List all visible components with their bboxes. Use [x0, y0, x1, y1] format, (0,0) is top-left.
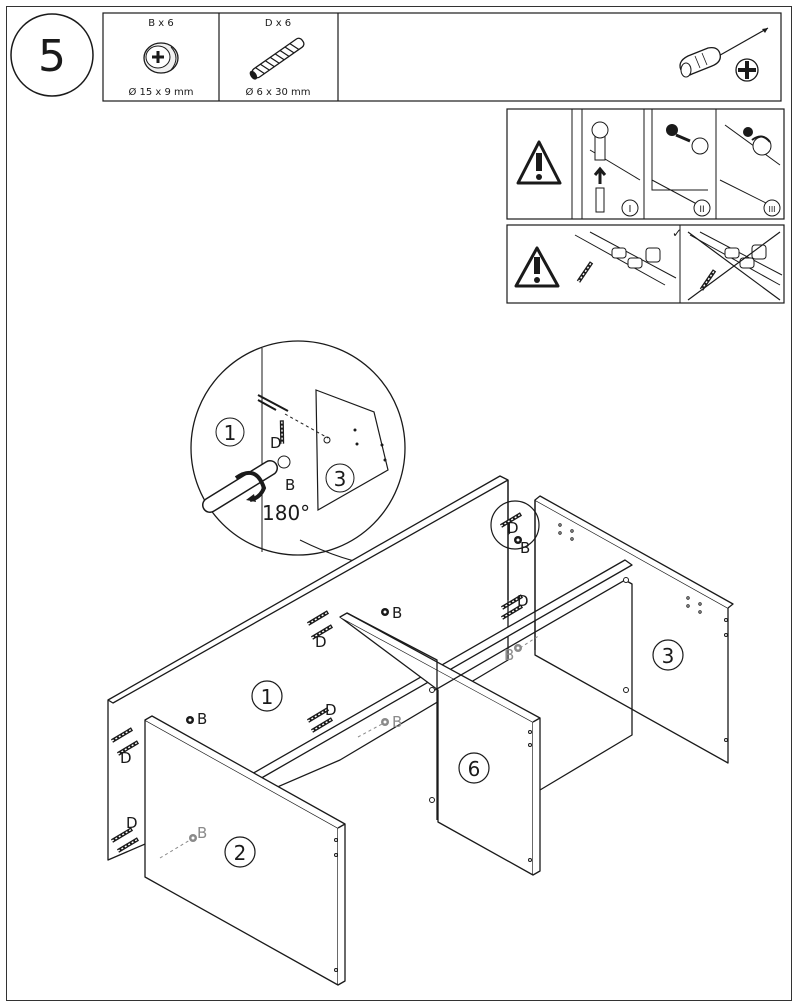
warning-triangle-icon-2 [514, 246, 560, 288]
panel-1-label: 1 [261, 685, 274, 709]
label-d-mid: D [325, 701, 337, 719]
step-number: 5 [38, 31, 66, 82]
part-d-qty: D x 6 [265, 18, 291, 29]
part-b-qty: B x 6 [148, 18, 174, 29]
assembly-labels: D B D B B D D B B D D B 1 2 3 6 [120, 519, 684, 868]
step-i-label: I [629, 204, 632, 215]
label-d-left: D [120, 749, 132, 767]
label-b-right-hidden: B [504, 646, 514, 664]
step-iii-label: III [768, 205, 775, 214]
part-b-dimension: Ø 15 x 9 mm [128, 86, 193, 98]
label-d-top: D [315, 633, 327, 651]
assembly-holes [334, 523, 728, 972]
detail-magnifier: 1 D 3 B 180° [190, 340, 511, 569]
rotation-label: 180° [262, 501, 310, 525]
label-b-left: B [197, 710, 207, 728]
detail-cam-label: B [285, 476, 295, 494]
label-b-bottom-hidden: B [197, 824, 207, 842]
warning-triangle-icon [516, 140, 562, 185]
detail-dowel-label: D [270, 434, 282, 452]
part-d-dimension: Ø 6 x 30 mm [245, 86, 310, 98]
detail-panel-1-label: 1 [224, 421, 237, 445]
detail-callout-circle [490, 500, 540, 550]
cam-bolt-icon [249, 37, 305, 80]
label-b-top: B [392, 604, 402, 622]
warning-panel-top: I II III [506, 108, 785, 220]
screwdriver-rotation-icon [202, 455, 291, 513]
parts-box: B x 6 Ø 15 x 9 mm D x 6 Ø 6 x 30 mm [102, 12, 782, 102]
label-d-detail: D [507, 519, 519, 537]
panel-6-label: 6 [468, 757, 481, 781]
warning-panel-bottom: ✓ [506, 224, 785, 304]
panel-3-label: 3 [662, 644, 675, 668]
panel-2-label: 2 [234, 841, 247, 865]
phillips-screwdriver-icon [679, 27, 769, 82]
step-number-badge: 5 [10, 13, 94, 97]
check-mark: ✓ [672, 226, 682, 240]
label-b-detail: B [520, 539, 530, 557]
page-frame [6, 6, 792, 1001]
cam-lock-icon [143, 42, 179, 74]
label-d-bottom: D [126, 814, 138, 832]
detail-panel-3-label: 3 [334, 467, 347, 491]
assembly-drawing [107, 475, 734, 986]
fittings [110, 512, 541, 859]
step-ii-label: II [699, 205, 704, 215]
label-b-mid-hidden: B [392, 713, 402, 731]
label-d-right: D [517, 592, 529, 610]
